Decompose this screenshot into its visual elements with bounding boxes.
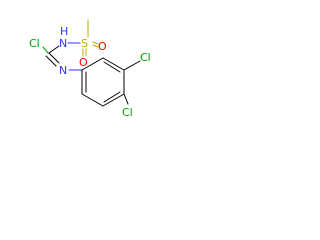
nitrogen-label-imine: N <box>59 64 67 77</box>
nitrogen-label-sulfonamide: N <box>59 37 67 50</box>
bond-ring-cl-top <box>123 60 141 71</box>
bond-cl-c <box>42 46 49 54</box>
chlorine-label: Cl <box>29 37 40 50</box>
chlorine-label-ring-bottom: Cl <box>122 106 133 119</box>
ring-inner-1 <box>103 61 121 73</box>
bond-s-o-right-b <box>92 44 99 48</box>
oxygen-label-left: O <box>79 56 88 69</box>
hydrogen-label: H <box>60 25 68 38</box>
sulfur-label: S <box>81 37 88 50</box>
ring-bond-2 <box>102 57 125 71</box>
bond-c-n-imine-b <box>45 55 57 67</box>
atom-labels: Cl N H S O O N Cl Cl <box>29 25 151 119</box>
ring-bond-4 <box>102 93 125 107</box>
bond-ring-cl-bottom <box>123 93 129 105</box>
bond-c-n-top <box>48 45 60 54</box>
bond-s-o-right-a <box>92 41 99 45</box>
chlorine-label-ring-top: Cl <box>140 51 151 64</box>
bonds <box>42 19 141 107</box>
ring-bond-1 <box>81 57 104 71</box>
chemical-structure: Cl N H S O O N Cl Cl <box>29 19 151 119</box>
ring-bond-5 <box>81 93 104 107</box>
bond-c-n-imine-a <box>48 52 60 64</box>
ring-inner-2 <box>103 91 121 103</box>
oxygen-label-right: O <box>98 40 107 53</box>
